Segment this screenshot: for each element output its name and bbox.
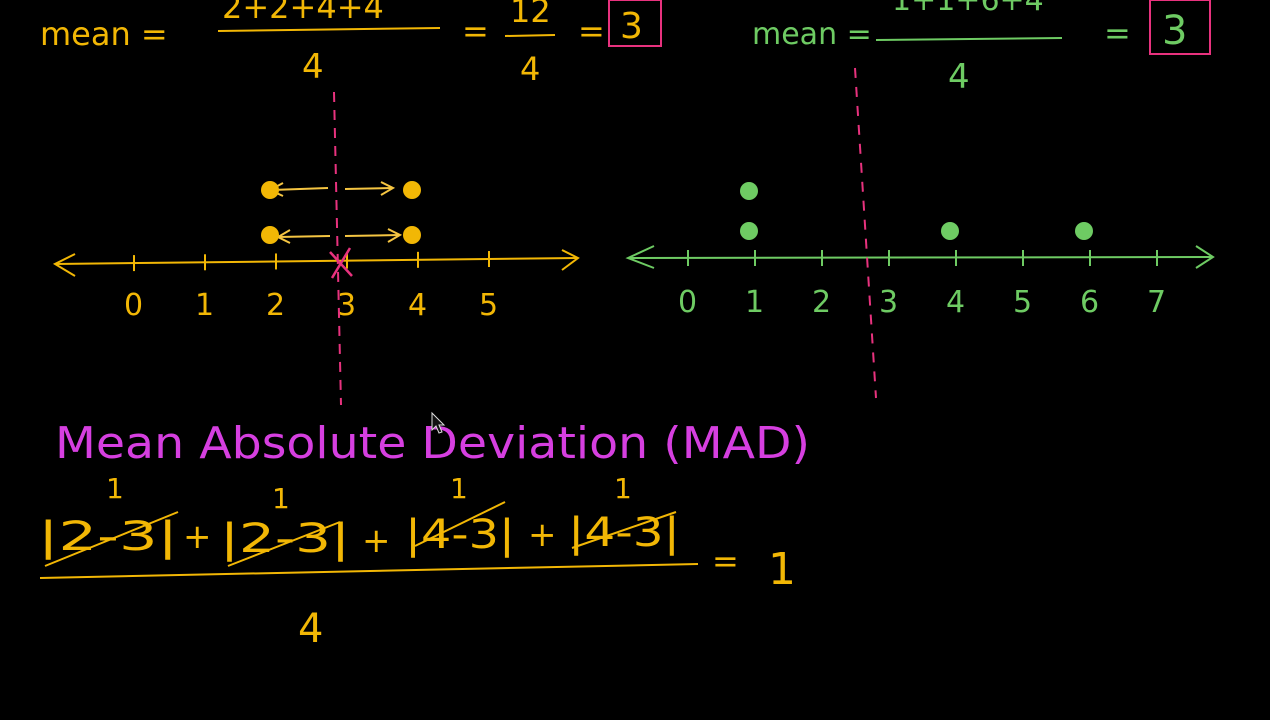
left-mean-denominator: 4 — [302, 47, 324, 87]
left-equals-2: = — [578, 12, 605, 50]
right-tick-labels: 0 1 2 3 4 5 6 7 — [678, 285, 1166, 320]
mad-equals: = — [712, 542, 739, 580]
right-result-box — [1149, 0, 1211, 55]
right-tick-label: 1 — [745, 285, 764, 320]
mad-term-result-1: 1 — [106, 472, 124, 505]
right-tick-label: 0 — [678, 285, 697, 320]
mad-result: 1 — [768, 544, 796, 595]
right-equals: = — [1104, 14, 1131, 52]
left-mean-dashed-line — [333, 91, 342, 406]
left-tick-label: 1 — [195, 288, 214, 323]
right-mean-dashed-line — [854, 67, 877, 399]
mad-term-result-3: 1 — [450, 472, 468, 505]
right-data-point — [1075, 222, 1093, 240]
left-fraction-bar — [217, 27, 441, 32]
left-data-point — [403, 181, 421, 199]
left-number-line: 0 1 2 3 4 5 — [52, 91, 580, 406]
left-deviation-arrows — [267, 181, 403, 244]
right-mean-label: mean = — [752, 17, 872, 52]
mad-plus-1: + — [183, 517, 212, 557]
right-mean-numerator: 1+1+6+4 — [892, 0, 1044, 18]
mad-denominator: 4 — [298, 606, 323, 652]
left-mean-label: mean = — [40, 15, 168, 53]
right-axis — [627, 256, 1214, 259]
right-data-point — [740, 222, 758, 240]
right-mean-denominator: 4 — [948, 57, 970, 97]
mad-term-2: |2-3| — [220, 516, 350, 562]
left-axis-arrow-right — [561, 249, 580, 271]
right-mean-result: 3 — [1162, 8, 1187, 54]
right-number-line: 0 1 2 3 4 5 6 7 — [625, 67, 1215, 399]
left-tick-label: 3 — [337, 288, 356, 323]
mad-plus-3: + — [528, 515, 557, 555]
right-tick-label: 4 — [946, 285, 965, 320]
right-mean-equation: mean = 1+1+6+4 4 = 3 — [752, 0, 1211, 97]
left-result-box — [608, 0, 662, 47]
right-tick-label: 2 — [812, 285, 831, 320]
left-tick-label: 0 — [124, 288, 143, 323]
left-mean-equation: mean = 2+2+4+4 4 = 12 4 = 3 — [40, 0, 662, 88]
left-axis-arrow-left — [52, 253, 76, 277]
mad-fraction-bar — [39, 563, 699, 579]
left-data-point — [261, 226, 279, 244]
left-tick-label: 4 — [408, 288, 427, 323]
left-tick-label: 2 — [266, 288, 285, 323]
left-fraction-numerator: 12 — [510, 0, 551, 30]
right-tick-label: 6 — [1080, 285, 1099, 320]
right-data-point — [941, 222, 959, 240]
left-fraction-denominator: 4 — [520, 50, 540, 88]
right-tick-label: 7 — [1147, 285, 1166, 320]
right-data-point — [740, 182, 758, 200]
left-axis — [54, 257, 579, 265]
left-tick-label: 5 — [479, 288, 498, 323]
left-mean-result: 3 — [620, 6, 643, 47]
right-tick-label: 5 — [1013, 285, 1032, 320]
left-equals-1: = — [462, 12, 489, 50]
mad-plus-2: + — [362, 521, 391, 561]
left-data-points — [261, 181, 421, 244]
mad-formula: |2-3| + |2-3| + |4-3| + |4-3| 1 1 1 1 4 … — [38, 472, 796, 652]
right-fraction-bar — [875, 37, 1063, 41]
mad-term-result-4: 1 — [614, 472, 632, 505]
left-data-point — [403, 226, 421, 244]
left-tick-labels: 0 1 2 3 4 5 — [124, 288, 498, 323]
mad-strike-lines — [44, 501, 677, 567]
right-ticks — [687, 250, 1158, 266]
left-mean-numerator: 2+2+4+4 — [222, 0, 384, 26]
right-axis-arrow-left — [625, 245, 655, 269]
left-fraction-bar-2 — [504, 34, 556, 37]
mad-term-result-2: 1 — [272, 482, 290, 515]
left-mean-x-marker — [329, 247, 353, 279]
right-axis-arrow-right — [1195, 245, 1215, 269]
mouse-cursor-icon — [431, 411, 446, 434]
left-data-point — [261, 181, 279, 199]
mad-term-3: |4-3| — [405, 512, 515, 558]
right-tick-label: 3 — [879, 285, 898, 320]
right-data-points — [740, 182, 1093, 240]
